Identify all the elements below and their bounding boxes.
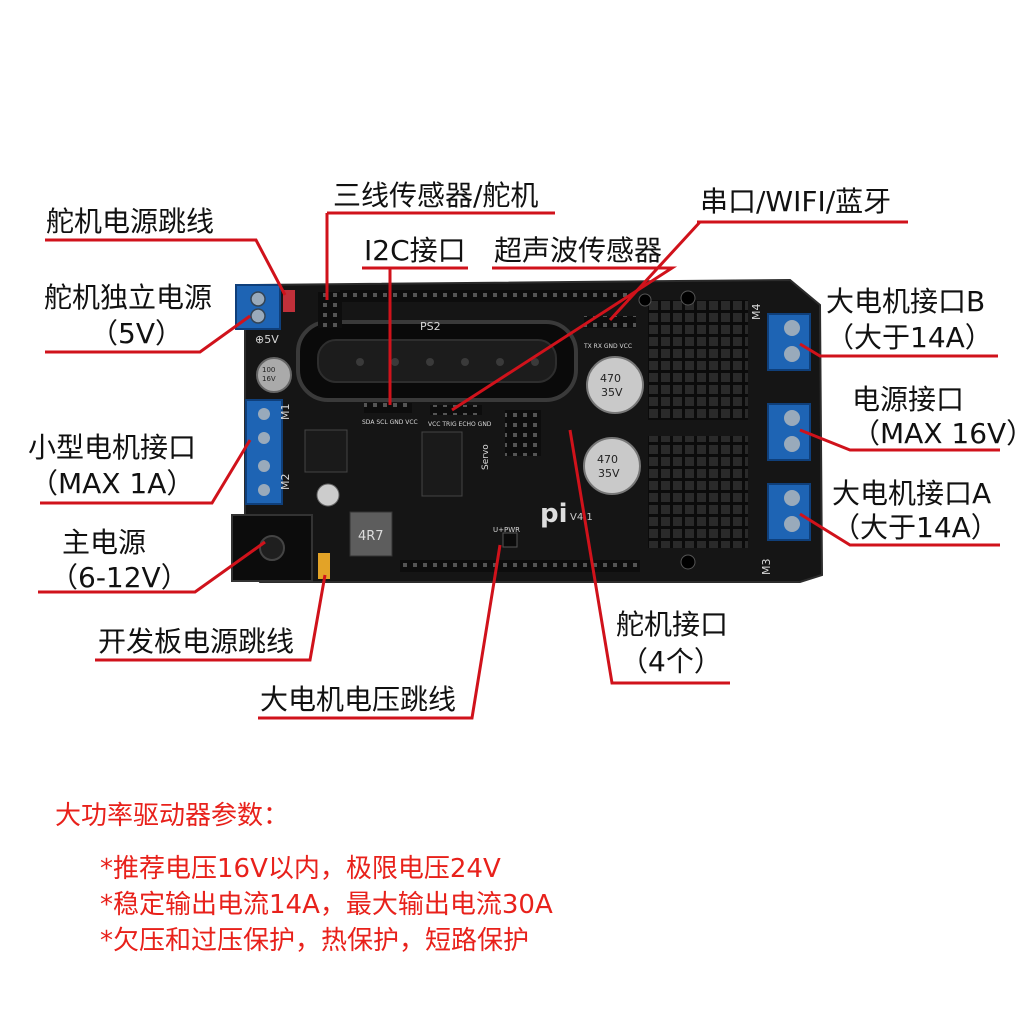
label-motor-a-rating: （大于14A） bbox=[832, 511, 999, 544]
motor-voltage-jumper-block bbox=[502, 532, 518, 548]
heatsink-top bbox=[648, 300, 748, 420]
top-header bbox=[340, 290, 630, 302]
svg-text:16V: 16V bbox=[262, 375, 276, 383]
label-ultrasonic: 超声波传感器 bbox=[494, 234, 663, 267]
label-motor-b: 大电机接口B bbox=[826, 285, 986, 318]
ps2-silk: PS2 bbox=[420, 320, 441, 333]
label-small-motor: 小型电机接口 bbox=[28, 431, 197, 464]
label-servo-port-count: （4个） bbox=[620, 645, 722, 678]
i2c-header bbox=[364, 403, 412, 413]
svg-text:470: 470 bbox=[600, 372, 621, 385]
svg-text:35V: 35V bbox=[601, 386, 623, 399]
label-servo-ext-power: 舵机独立电源 bbox=[44, 281, 213, 314]
ultrasonic-header bbox=[430, 405, 482, 415]
svg-text:M1: M1 bbox=[279, 404, 292, 421]
svg-text:Servo: Servo bbox=[481, 444, 491, 470]
svg-text:100: 100 bbox=[262, 366, 275, 374]
svg-text:VCC TRIG ECHO GND: VCC TRIG ECHO GND bbox=[428, 421, 492, 428]
label-motor-a: 大电机接口A bbox=[832, 477, 992, 510]
label-motor-b-rating: （大于14A） bbox=[826, 321, 993, 354]
label-small-motor-rating: （MAX 1A） bbox=[30, 467, 195, 500]
svg-text:U+PWR: U+PWR bbox=[493, 526, 520, 534]
serial-header bbox=[584, 316, 636, 328]
large-capacitor-1 bbox=[586, 356, 644, 414]
servo-header bbox=[505, 410, 541, 456]
label-servo-port: 舵机接口 bbox=[616, 608, 729, 641]
label-main-power-rating: （6-12V） bbox=[50, 561, 189, 594]
svg-text:SDA SCL GND VCC: SDA SCL GND VCC bbox=[362, 419, 418, 426]
svg-text:⊕5V: ⊕5V bbox=[255, 333, 279, 346]
heatsink-bottom bbox=[648, 436, 748, 548]
bottom-header bbox=[400, 560, 640, 572]
spec-item: *欠压和过压保护，热保护，短路保护 bbox=[100, 926, 530, 956]
svg-text:4R7: 4R7 bbox=[358, 529, 384, 544]
svg-text:35V: 35V bbox=[598, 467, 620, 480]
servo-jumper-block bbox=[283, 290, 295, 312]
label-serial: 串口/WIFI/蓝牙 bbox=[700, 185, 892, 218]
svg-text:M4: M4 bbox=[750, 304, 763, 321]
label-servo-power-jumper: 舵机电源跳线 bbox=[46, 205, 215, 238]
ic-chip-mid bbox=[421, 431, 463, 497]
small-capacitor bbox=[256, 357, 292, 393]
specs-title: 大功率驱动器参数： bbox=[55, 801, 290, 831]
label-main-power: 主电源 bbox=[62, 526, 147, 559]
large-capacitor-2 bbox=[583, 437, 641, 495]
label-servo-ext-power-v: （5V） bbox=[90, 317, 183, 350]
svg-text:470: 470 bbox=[597, 453, 618, 466]
label-i2c: I2C接口 bbox=[364, 234, 466, 267]
label-three-wire: 三线传感器/舵机 bbox=[333, 179, 539, 212]
svg-text:M3: M3 bbox=[760, 559, 773, 576]
label-power-port-rating: （MAX 16V） bbox=[852, 417, 1024, 450]
board-logo: pi bbox=[540, 499, 568, 529]
svg-text:TX RX GND VCC: TX RX GND VCC bbox=[583, 343, 632, 350]
svg-text:V4.1: V4.1 bbox=[570, 512, 593, 523]
spec-item: *推荐电压16V以内，极限电压24V bbox=[100, 854, 501, 884]
label-board-power-jumper: 开发板电源跳线 bbox=[98, 625, 295, 658]
cap-medium bbox=[316, 483, 340, 507]
spec-item: *稳定输出电流14A，最大输出电流30A bbox=[100, 890, 553, 920]
label-motor-voltage-jumper: 大电机电压跳线 bbox=[260, 683, 457, 716]
label-power-port: 电源接口 bbox=[852, 383, 965, 416]
svg-text:M2: M2 bbox=[279, 474, 292, 491]
ic-chip-left bbox=[304, 429, 348, 473]
board-power-jumper-block bbox=[318, 553, 330, 579]
